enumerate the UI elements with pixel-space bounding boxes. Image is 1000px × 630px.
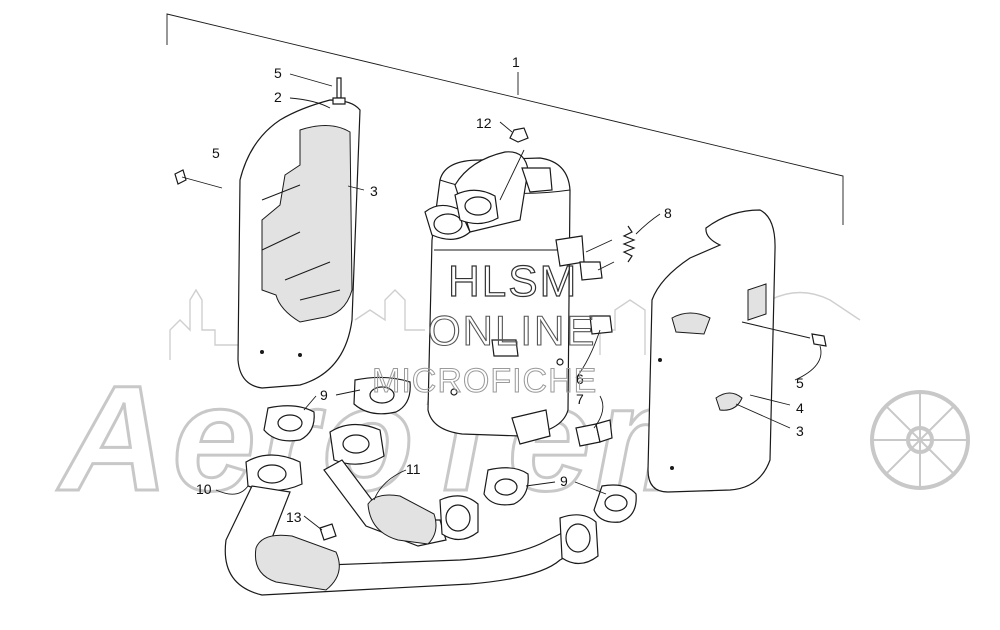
left-insulation-pad [261, 125, 353, 323]
catalyst-11 [367, 494, 437, 545]
callout-2: 2 [274, 89, 282, 105]
callout-1: 1 [512, 54, 520, 70]
callout-9-lower: 9 [560, 473, 568, 489]
nut-12 [509, 127, 529, 143]
muffler-inlet-flange [424, 189, 499, 240]
assembly-bracket [166, 13, 844, 225]
leader-lines [215, 73, 822, 531]
watermark-microfiche: MICROFICHE [372, 362, 597, 400]
callout-5-right: 5 [796, 375, 804, 391]
muffler-bracket-bottom [511, 409, 551, 445]
exhaust-pipe-10 [224, 454, 599, 596]
bolt-5-right [741, 321, 827, 347]
bolt-5-left [174, 169, 223, 189]
watermark-wheel [870, 390, 970, 490]
muffler-grommet-c [491, 339, 519, 357]
callout-5-top: 5 [274, 65, 282, 81]
callout-6: 6 [576, 371, 584, 387]
callout-10: 10 [196, 481, 212, 497]
muffler-grommet-a [579, 261, 603, 281]
right-insulation-spot [715, 392, 743, 411]
catalyst-10 [254, 534, 340, 591]
hlsm-watermark: HLSM ONLINE MICROFICHE [372, 256, 597, 400]
callout-7: 7 [576, 391, 584, 407]
right-shield-cutout-a [671, 312, 711, 335]
callout-13: 13 [286, 509, 302, 525]
callout-3-right: 3 [796, 423, 804, 439]
muffler-grommet-b [589, 315, 613, 335]
watermark-online: ONLINE [428, 307, 596, 354]
exhaust-pipe-11 [323, 423, 479, 547]
callout-3-left: 3 [370, 183, 378, 199]
callout-9-upper: 9 [320, 387, 328, 403]
callout-12: 12 [476, 115, 492, 131]
bolt-5-top [332, 77, 346, 105]
right-shield-cutout-b [747, 283, 767, 321]
spring-8 [622, 213, 661, 263]
callout-labels: 1 5 2 12 5 3 8 6 5 9 7 4 3 11 9 10 13 [196, 54, 804, 525]
muffler [424, 151, 613, 445]
gasket-9-upper [263, 376, 411, 442]
callout-11: 11 [406, 461, 421, 477]
callout-8: 8 [664, 205, 672, 221]
right-heat-shield [647, 209, 776, 493]
bolt-13 [319, 523, 337, 541]
callout-5-left: 5 [212, 145, 220, 161]
watermark-hlsm: HLSM [448, 257, 578, 306]
gasket-9-lower [483, 467, 637, 523]
damper-7 [575, 419, 613, 447]
callout-4: 4 [796, 400, 804, 416]
left-heat-shield [237, 99, 361, 389]
